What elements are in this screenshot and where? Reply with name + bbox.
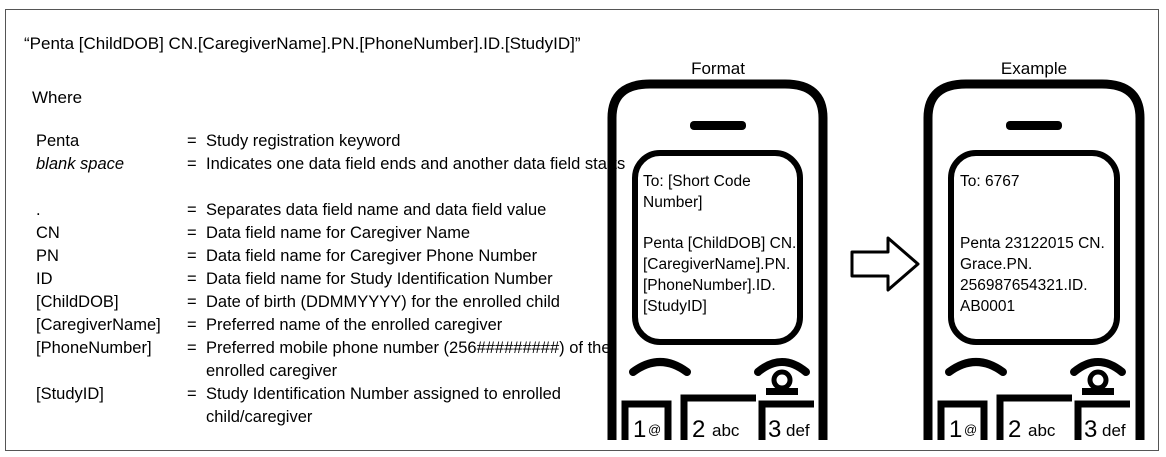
key-1-symbol: @ <box>964 422 977 437</box>
where-label: Where <box>32 88 83 107</box>
example-title: Example <box>1000 59 1068 78</box>
call-icon <box>629 358 691 376</box>
definition-term: [CaregiverName] <box>36 316 161 334</box>
definition-term: [StudyID] <box>36 385 104 403</box>
format-message: Penta [ChildDOB] CN. [CaregiverName].PN.… <box>643 235 797 315</box>
right-arrow <box>850 236 920 292</box>
definition-equals: = <box>187 247 197 265</box>
key-1: 1 <box>949 416 962 443</box>
definition-desc: Study registration keyword <box>206 132 401 150</box>
key-1-symbol: @ <box>648 422 661 437</box>
key-2: 2 <box>692 416 705 443</box>
definition-equals: = <box>187 224 197 242</box>
definition-desc: Data field name for Study Identification… <box>206 270 553 288</box>
call-icon <box>945 358 1007 376</box>
definition-equals: = <box>187 201 197 219</box>
key-2-letters: abc <box>1028 421 1056 440</box>
definition-term: PN <box>36 247 59 265</box>
definition-desc: Study Identification Number assigned to … <box>206 385 561 426</box>
definition-equals: = <box>187 155 197 173</box>
phone-screen <box>948 150 1120 345</box>
definition-term: ID <box>36 270 53 288</box>
definition-equals: = <box>187 385 197 403</box>
example-message: Penta 23122015 CN. Grace.PN. 25698765432… <box>960 235 1105 315</box>
format-line: “Penta [ChildDOB] CN.[CaregiverName].PN.… <box>24 34 581 53</box>
definition-equals: = <box>187 339 197 357</box>
phone-screen <box>632 150 803 345</box>
definition-term: CN <box>36 224 60 242</box>
key-3-letters: def <box>1102 421 1126 440</box>
phone-body-outline <box>607 79 828 440</box>
example-to-line: To: 6767 <box>960 173 1020 190</box>
definition-desc: Preferred mobile phone number (256######… <box>206 339 611 380</box>
keypad-row: 1 @ 2 abc 3 def <box>937 394 1130 443</box>
end-call-icon <box>754 358 810 395</box>
definition-equals: = <box>187 316 197 334</box>
keypad-row: 1 @ 2 abc 3 def <box>621 394 814 443</box>
definition-term: [PhoneNumber] <box>36 339 152 357</box>
end-call-icon <box>1070 358 1126 395</box>
definition-desc: Date of birth (DDMMYYYY) for the enrolle… <box>206 293 560 311</box>
definition-term: . <box>36 201 41 219</box>
definition-desc: Data field name for Caregiver Name <box>206 224 471 242</box>
definition-desc: Preferred name of the enrolled caregiver <box>206 316 503 334</box>
figure-frame <box>5 9 1159 451</box>
definition-desc: Indicates one data field ends and anothe… <box>206 155 626 173</box>
definition-term: blank space <box>36 155 125 173</box>
definition-desc: Separates data field name and data field… <box>206 201 547 219</box>
example-phone: 1 @ 2 abc 3 def <box>923 79 1145 443</box>
definition-equals: = <box>187 132 197 150</box>
key-2: 2 <box>1008 416 1021 443</box>
definition-equals: = <box>187 270 197 288</box>
definition-equals: = <box>187 293 197 311</box>
format-title: Format <box>691 59 745 78</box>
speaker-slot <box>1006 121 1062 130</box>
definition-desc: Data field name for Caregiver Phone Numb… <box>206 247 538 265</box>
key-3: 3 <box>1084 416 1097 443</box>
format-to-line: To: [Short Code Number] <box>643 173 751 211</box>
key-3-letters: def <box>786 421 810 440</box>
phone-body-outline <box>923 79 1145 440</box>
definition-term: Penta <box>36 132 80 150</box>
key-1: 1 <box>633 416 646 443</box>
definition-term: [ChildDOB] <box>36 293 119 311</box>
key-2-letters: abc <box>712 421 740 440</box>
format-phone: 1 @ 2 abc 3 def <box>607 79 828 443</box>
key-3: 3 <box>768 416 781 443</box>
speaker-slot <box>690 121 746 130</box>
